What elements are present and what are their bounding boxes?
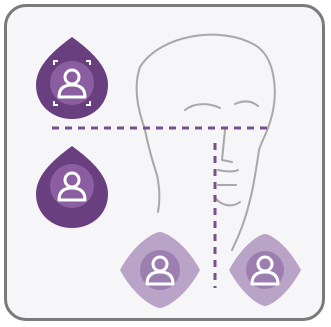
face-scan-user-icon — [36, 37, 108, 119]
face-profile-outline — [137, 35, 275, 250]
user-scan-icon — [229, 234, 301, 306]
face-scan-user-icon — [36, 146, 108, 228]
user-scan-icon — [120, 232, 200, 308]
